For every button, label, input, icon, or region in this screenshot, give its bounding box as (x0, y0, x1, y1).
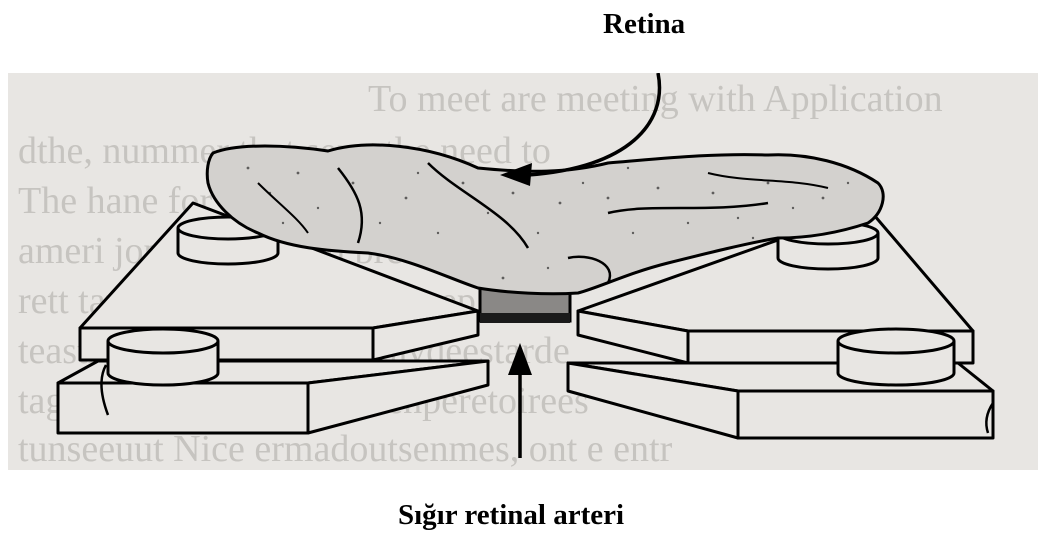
bovine-retinal-artery-label: Sığır retinal arteri (398, 497, 624, 533)
post-right-front (838, 329, 954, 385)
post-left-front (108, 329, 218, 385)
illustration-panel: To meet are meeting with Application dth… (8, 73, 1038, 470)
retina-label: Retina (603, 6, 685, 42)
